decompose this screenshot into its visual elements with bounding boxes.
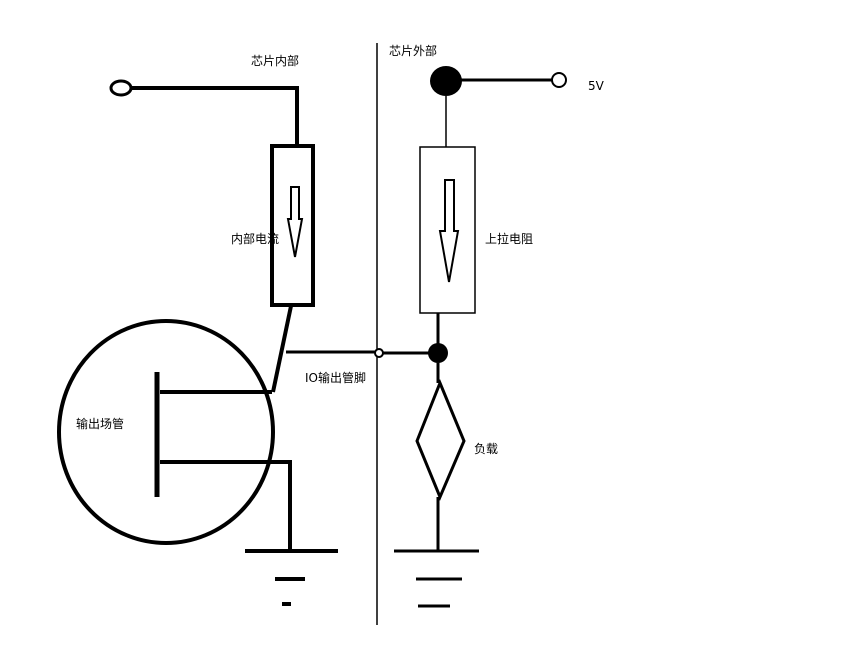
- label-pull-up-resistor: 上拉电阻: [485, 231, 533, 246]
- supply-terminal: [551, 72, 567, 88]
- load-diamond: [415, 379, 466, 501]
- junction-node: [428, 343, 448, 363]
- fet-source-wire: [160, 460, 292, 551]
- label-chip-internal: 芯片内部: [251, 53, 299, 68]
- label-io-output-pin: IO输出管脚: [305, 370, 366, 385]
- output-fet-circle: [57, 319, 275, 545]
- label-output-fet: 输出场管: [76, 416, 124, 431]
- drain-wire: [271, 305, 293, 393]
- label-load: 负载: [474, 442, 498, 456]
- internal-current-arrow: [286, 186, 304, 258]
- label-chip-external: 芯片外部: [389, 43, 437, 58]
- label-supply-voltage: 5V: [588, 79, 605, 93]
- input-wire: [131, 86, 299, 146]
- supply-node: [430, 66, 462, 96]
- input-terminal: [109, 79, 133, 97]
- io-pin-terminal: [374, 348, 384, 358]
- pull-up-current-arrow: [438, 179, 460, 283]
- label-internal-current: 内部电流: [231, 231, 279, 246]
